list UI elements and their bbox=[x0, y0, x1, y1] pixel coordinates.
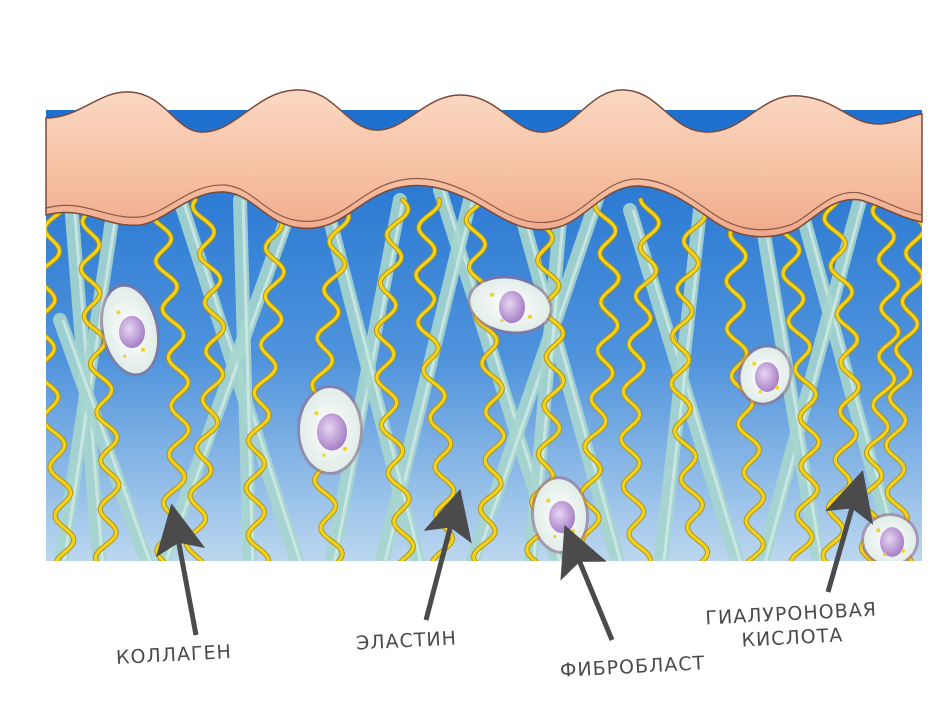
elastin-arrow bbox=[423, 488, 472, 621]
fibroblast-granule bbox=[775, 385, 779, 390]
collagen-fibre-highlight bbox=[61, 319, 152, 561]
elastin-fibre bbox=[525, 198, 566, 561]
fibroblast-nucleus bbox=[119, 315, 145, 349]
fibroblast-granule bbox=[141, 347, 145, 352]
fibroblast-granule bbox=[500, 319, 504, 323]
collagen-fibre-highlight bbox=[474, 189, 605, 561]
elastin-fibre bbox=[309, 198, 351, 561]
fibroblast-granule bbox=[758, 390, 762, 394]
fibroblast-granule bbox=[546, 498, 551, 503]
collagen-fibre bbox=[323, 213, 425, 561]
elastin-fibre bbox=[669, 198, 710, 561]
collagen-fibre-highlight bbox=[241, 199, 255, 561]
elastin-fibre bbox=[184, 198, 226, 561]
elastin-fibre bbox=[244, 198, 286, 561]
collagen-fibre-highlight bbox=[801, 204, 903, 561]
collagen-fibre-highlight bbox=[761, 209, 824, 561]
collagen-fibre bbox=[465, 183, 607, 561]
fibroblast-arrow bbox=[560, 524, 615, 641]
collagen-fibre bbox=[793, 198, 905, 561]
fibroblast-nucleus bbox=[317, 413, 347, 451]
fibroblast-nucleus bbox=[549, 500, 575, 534]
epidermis-layer bbox=[45, 89, 923, 238]
collagen-fibre bbox=[53, 313, 155, 561]
collagen-fibre-highlight bbox=[631, 209, 742, 561]
fibroblast-granule bbox=[752, 361, 757, 366]
collagen-fibre bbox=[374, 193, 477, 561]
fibroblast-granule bbox=[553, 535, 557, 539]
elastin-fibre bbox=[464, 198, 506, 561]
collagen-fibre bbox=[753, 203, 826, 561]
fibroblast-granule bbox=[490, 292, 494, 297]
fibroblast-granule bbox=[123, 354, 127, 358]
elastin-fibre bbox=[46, 198, 76, 561]
elastin-fibre bbox=[779, 198, 821, 561]
elastin-fibre bbox=[374, 198, 415, 561]
fibroblast-granule bbox=[901, 548, 905, 553]
fibroblast-granule bbox=[322, 453, 326, 457]
elastin-fibre bbox=[619, 198, 661, 561]
fibroblast-granule bbox=[528, 314, 532, 319]
collagen-fibre-highlight bbox=[331, 219, 423, 561]
collagen-fibre bbox=[233, 193, 257, 561]
fibroblast-nucleus bbox=[755, 362, 779, 392]
label-hyaluronic-acid: ГИАЛУРОНОВАЯ КИСЛОТА bbox=[705, 598, 879, 655]
collagen-arrow bbox=[156, 503, 206, 636]
elastin-fibre bbox=[884, 198, 922, 561]
hyaluronic-arrow bbox=[825, 469, 874, 593]
elastin-fibre bbox=[150, 198, 191, 561]
fibroblast-granule bbox=[883, 552, 887, 557]
fibroblast-nucleus bbox=[499, 290, 525, 324]
fibroblast-granule bbox=[876, 528, 881, 533]
collagen-fibre bbox=[324, 193, 407, 561]
fibroblast-granule bbox=[571, 529, 575, 534]
fibre-network bbox=[46, 183, 922, 561]
elastin-fibre bbox=[724, 198, 766, 561]
collagen-fibre bbox=[513, 203, 625, 561]
fibroblast-granule bbox=[343, 446, 347, 451]
epidermis-inner-line bbox=[45, 177, 923, 231]
elastin-fibre bbox=[79, 198, 121, 561]
fibroblast-nucleus bbox=[880, 527, 904, 557]
collagen-fibre-highlight bbox=[521, 209, 623, 561]
fibroblast-granule bbox=[314, 411, 319, 416]
fibroblast-granule bbox=[116, 310, 121, 315]
